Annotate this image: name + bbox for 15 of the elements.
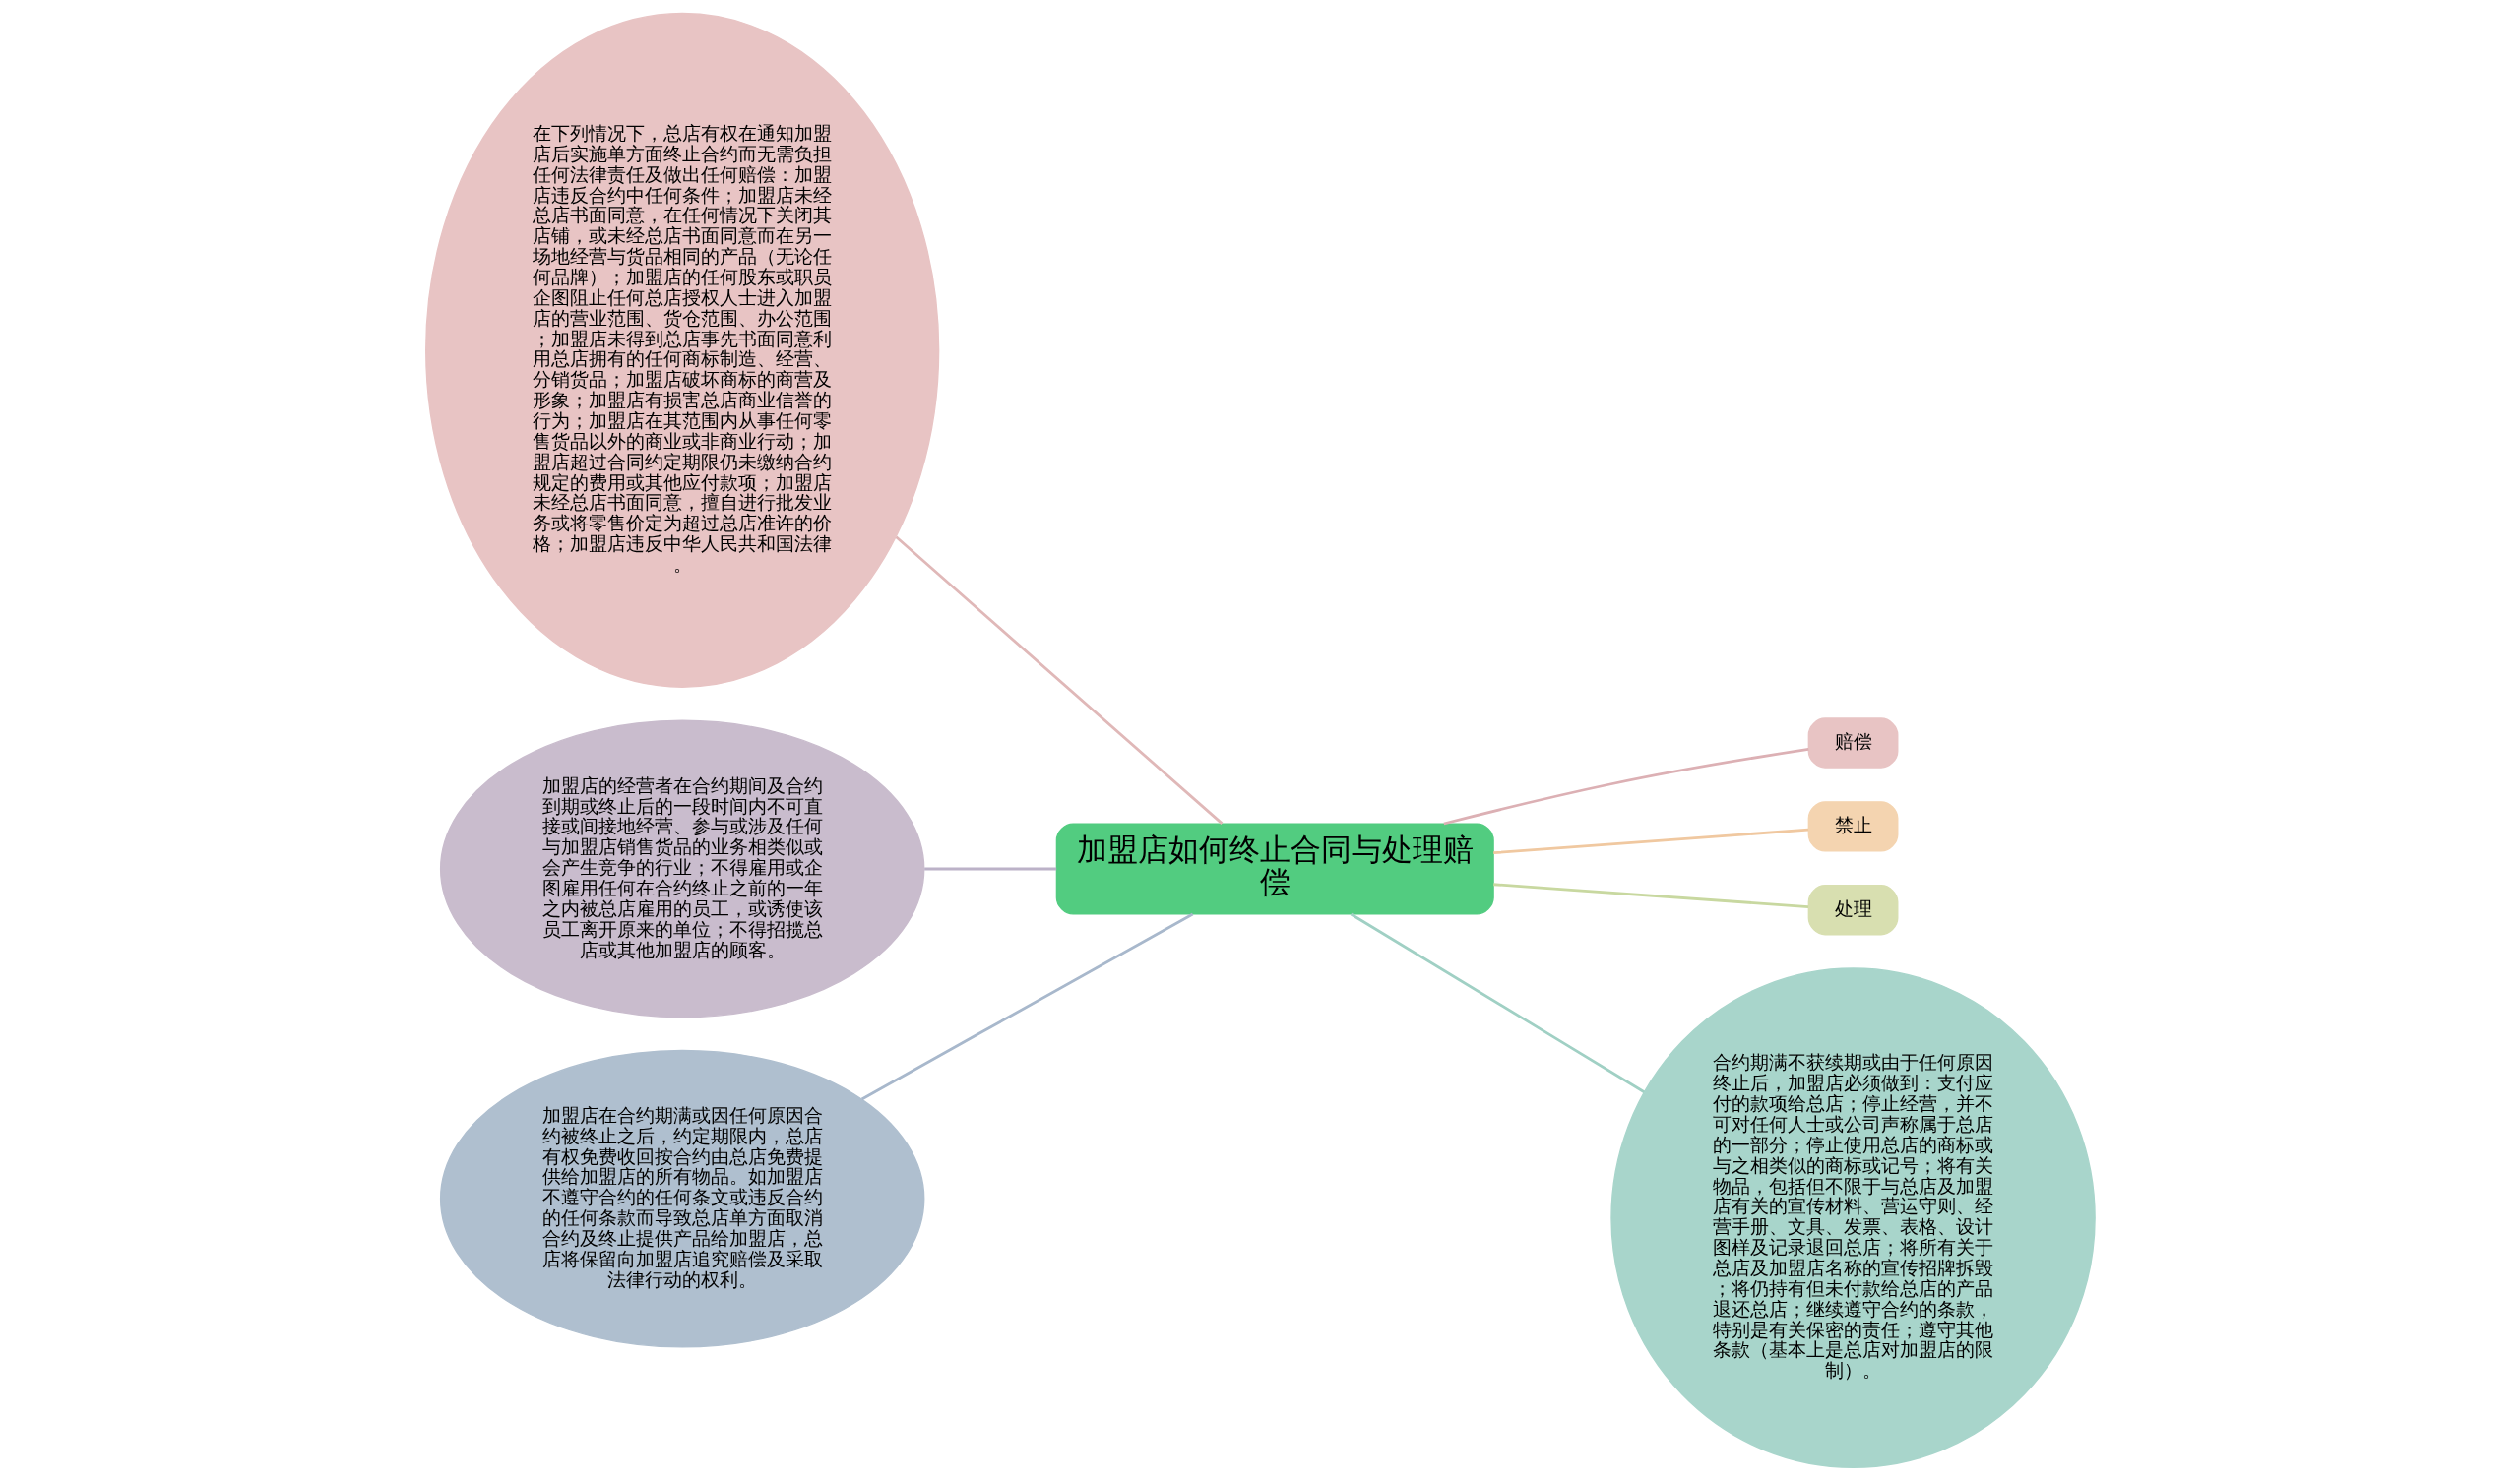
connector: [923, 867, 1056, 871]
node-ellipse: 加盟店在合约期满或因任何原因合约被终止之后，约定期限内，总店有权免费收回按合约由总店免费提供给加盟店的所有物品。如加盟店不遵守合约的任何条文或违反合约的任何条款而导致总店单方面取消合约及终止提供产品给加盟店，总店将保留向加盟店追究赔偿及采取法律行动的权利。: [439, 1049, 924, 1348]
connector: [1492, 883, 1808, 908]
node-ellipse: 在下列情况下，总店有权在通知加盟店后实施单方面终止合约而无需负担任何法律责任及做出任何赔偿：加盟店违反合约中任何条件；加盟店未经总店书面同意，在任何情况下关闭其店铺，或未经总店书面同意而在另一场地经营与货品相同的产品（无论任何品牌）；加盟店的任何股东或职员企图阻止任何总店授权人士进入加盟店的营业范围、货仓范围、办公范围；加盟店未得到总店事先书面同意利用总店拥有的任何商标制造、经营、分销货品；加盟店破坏商标的商营及形象；加盟店有损害总店商业信誉的行为；加盟店在其范围内从事任何零售货品以外的商业或非商业行动；加盟店超过合同约定期限仍未缴纳合约规定的费用或其他应付款项；加盟店未经总店书面同意，擅自进行批发业务或将零售价定为超过总店准许的价格；加盟店违反中华人民共和国法律。: [424, 12, 939, 688]
node-box: 处理: [1807, 885, 1898, 936]
connector: [1350, 912, 1645, 1093]
node-box: 加盟店如何终止合同与处理赔偿: [1055, 823, 1494, 915]
connector: [895, 535, 1223, 825]
node-ellipse: 加盟店的经营者在合约期间及合约到期或终止后的一段时间内不可直接或间接地经营、参与或涉及任何与加盟店销售货品的业务相类似或会产生竞争的行业；不得雇用或企图雇用任何在合约终止之前的一年之内被总店雇用的员工，或诱使该员工离开原来的单位；不得招揽总店或其他加盟店的顾客。: [439, 719, 924, 1018]
node-box: 赔偿: [1807, 717, 1898, 769]
connector: [1492, 828, 1808, 855]
connector: [860, 912, 1193, 1101]
node-circle: 合约期满不获续期或由于任何原因终止后，加盟店必须做到：支付应付的款项给总店；停止经营，并不可对任何人士或公司声称属于总店的一部分；停止使用总店的商标或与之相类似的商标或记号；将有关物品，包括但不限于与总店及加盟店有关的宣传材料、营运守则、经营手册、文具、发票、表格、设计图样及记录退回总店；将所有关于总店及加盟店名称的宣传招牌拆毁；将仍持有但未付款给总店的产品退还总店；继续遵守合约的条款，特别是有关保密的责任；遵守其他条款（基本上是总店对加盟店的限制）。: [1609, 967, 2096, 1468]
connector: [1443, 748, 1808, 826]
node-box: 禁止: [1807, 801, 1898, 852]
